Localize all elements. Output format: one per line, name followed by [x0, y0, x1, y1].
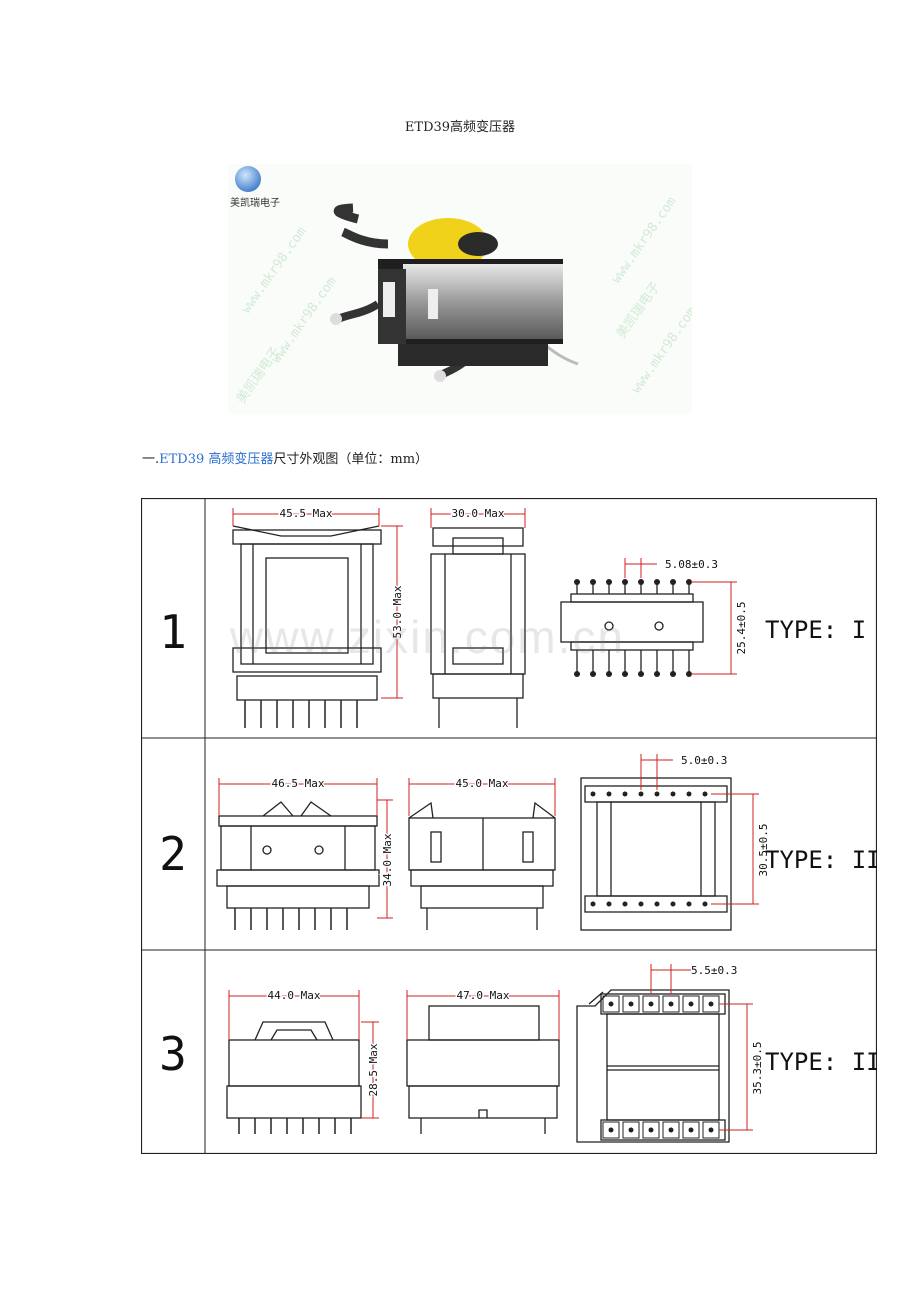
row3-type-label: TYPE: III: [765, 1048, 877, 1076]
brand-globe-icon: [235, 166, 261, 192]
row3-depth-dim: 47.0 Max: [457, 989, 510, 1002]
row3-pitch-dim: 5.5±0.3: [691, 964, 737, 977]
brand-label: 美凯瑞电子: [230, 196, 280, 209]
table-watermark: www.zixin.com.cn: [230, 611, 625, 663]
row3-height-dim: 28.5 Max: [367, 1043, 380, 1096]
product-photo: www.mkr98.com www.mkr98.com www.mkr98.co…: [228, 164, 700, 414]
dimension-table: 1 2 3: [140, 497, 895, 1155]
page-title: ETD39高频变压器: [404, 120, 516, 135]
row2-depth-dim: 45.0 Max: [456, 777, 509, 790]
row2-width-dim: 46.5 Max: [272, 777, 325, 790]
photo-watermark-cn-1: 美凯瑞电子: [234, 344, 284, 406]
row1-width-dim: 45.5 Max: [280, 507, 333, 520]
row1-type-label: TYPE: I: [765, 616, 866, 644]
row-number-2: 2: [159, 827, 187, 881]
row1-depth-dim: 30.0 Max: [452, 507, 505, 520]
section-heading: 一.ETD39 高频变压器尺寸外观图（单位：mm）: [142, 448, 428, 467]
row3-spacing-dim: 35.3±0.5: [751, 1042, 764, 1095]
photo-watermark-1: www.mkr98.com: [239, 224, 310, 316]
transformer-photo: www.mkr98.com www.mkr98.com www.mkr98.co…: [230, 166, 700, 406]
section-link[interactable]: ETD39 高频变压器: [159, 452, 274, 467]
row1-pitch-dim: 5.08±0.3: [665, 558, 718, 571]
row-number-1: 1: [159, 605, 187, 659]
photo-watermark-3: www.mkr98.com: [609, 194, 680, 286]
row1-height-dim: 53.0 Max: [391, 585, 404, 638]
row2-pitch-dim: 5.0±0.3: [681, 754, 727, 767]
row2-height-dim: 34.0 Max: [381, 833, 394, 886]
dimension-drawing: 1 2 3: [140, 497, 895, 1155]
row1-spacing-dim: 25.4±0.5: [735, 602, 748, 655]
section-suffix: 尺寸外观图（单位：mm）: [273, 452, 429, 467]
row3-width-dim: 44.0 Max: [268, 989, 321, 1002]
row2-type-label: TYPE: II: [765, 846, 877, 874]
row2-spacing-dim: 30.5±0.5: [757, 824, 770, 877]
section-prefix: 一.: [142, 452, 160, 467]
row-number-3: 3: [159, 1027, 187, 1081]
photo-watermark-cn-2: 美凯瑞电子: [614, 279, 664, 341]
